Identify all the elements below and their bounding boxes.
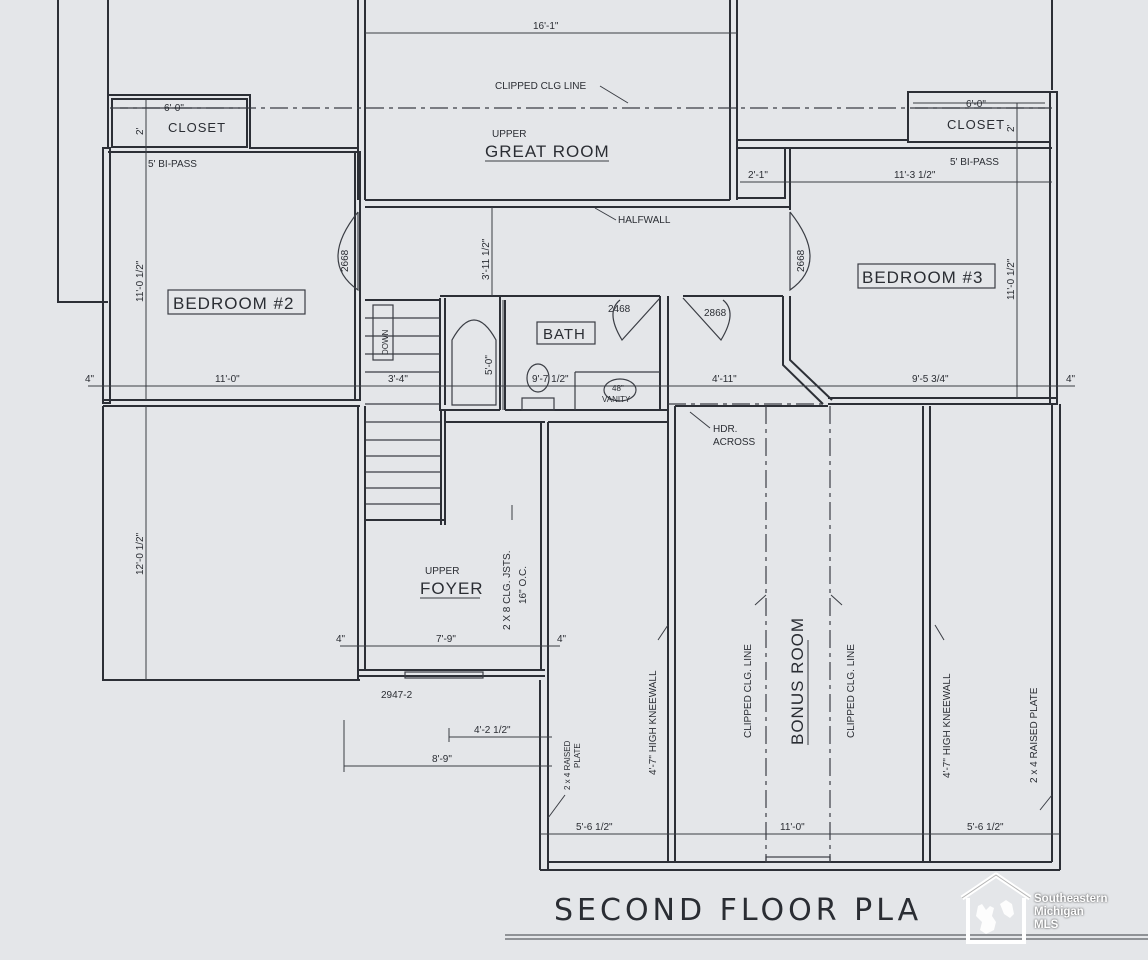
dim-great-room-width: 16'-1" [533,21,559,32]
raised-plate-left-2: PLATE [573,743,582,768]
linen-closet [736,147,786,199]
joists-note-2: 16" O.C. [518,566,529,604]
plan-title: SECOND FLOOR PLA [554,893,922,928]
bipass-right-note: 5' BI-PASS [950,157,999,168]
dim-bed3-depth: 11'-0 1/2" [1006,258,1017,300]
dim-closet-right-w: 6'-0" [966,99,986,110]
dim-bath-depth: 5'-0" [484,355,495,375]
door-swing-bed3 [789,211,811,292]
dim-wall-4-left: 4" [85,374,95,385]
dim-bottom-mid: 11'-0" [780,822,805,833]
dim-bed3-upper-w: 11'-3 1/2" [894,170,936,181]
toilet-bowl [526,363,550,393]
mls-line-3: MLS [1034,919,1059,931]
dim-hall-2-1: 2'-1" [748,170,768,181]
dim-hall-w: 4'-11" [712,374,737,385]
bath-label: BATH [543,326,586,343]
door-2668-left: 2668 [340,249,351,272]
dim-bed3-width: 9'-5 3/4" [912,374,949,385]
mls-line-1: Southeastern [1034,893,1108,905]
window-note: 2947-2 [381,690,413,701]
dim-wall-4-right: 4" [1066,374,1076,385]
great-room-label: GREAT ROOM [485,142,610,161]
door-2668-right: 2668 [796,249,807,272]
mls-logo-icon [960,872,1032,944]
vanity-sink [603,378,637,402]
bed3-left-wall [789,296,833,401]
dim-left-depth: 12'-0 1/2" [135,532,146,575]
window-2947 [404,671,484,679]
dim-hall-depth: 3'-11 1/2" [481,238,492,280]
clipped-top-note: CLIPPED CLG LINE [495,81,586,92]
clipped-right-note: CLIPPED CLG. LINE [846,644,857,738]
bedroom2-tag [167,289,306,315]
dim-raised-8-9: 8'-9" [432,754,452,765]
dim-closet-right-d: 2' [1006,124,1017,132]
toilet-tank [521,397,555,411]
hdr-note-2: ACROSS [713,437,756,448]
raised-plate-left-1: 2 x 4 RAISED [563,740,572,790]
bonus-room-label: BONUS ROOM [788,617,807,745]
dim-bed2-depth: 11'-0 1/2" [135,260,146,302]
bed3-left-wall-inner [782,296,824,405]
dim-bottom-left: 5'-6 1/2" [576,822,613,833]
walls [57,0,1061,871]
joists-note-1: 2 X 8 CLG. JSTS. [502,551,513,630]
closet-left-box [111,98,248,148]
door-swing-hall [682,297,731,341]
foyer-label: FOYER [420,579,484,598]
stairs-down-label: DOWN [381,329,390,355]
vanity-label: VANITY [602,395,631,404]
bedroom3-tag [857,263,996,289]
dim-foyer-wall-left: 4" [336,634,346,645]
dim-bed2-width: 11'-0" [215,374,240,385]
exterior-wall-far-left [57,0,108,303]
bath-left-wall [439,298,500,411]
dimension-labels: 16'-1" 6'-0" 2' 6'-0" 2' 2'-1" 11'-3 1/2… [85,21,1076,833]
mls-line-2: Michigan [1034,906,1084,918]
kneewall-right-note: 4'-7" HIGH KNEEWALL [942,673,953,778]
mls-watermark-text: Southeastern Michigan MLS [1034,893,1108,932]
door-swing-bed2 [337,211,359,292]
notes: CLIPPED CLG LINE HALFWALL 5' BI-PASS 5' … [148,81,1053,819]
clipped-left-note: CLIPPED CLG. LINE [743,644,754,738]
lower-left-room [102,406,360,681]
door-swing-bath [612,297,661,341]
bedroom3-label: BEDROOM #3 [862,268,983,287]
dim-closet-left-w: 6'-0" [164,103,184,114]
dim-raised-4-2: 4'-2 1/2" [474,725,511,736]
room-labels: UPPER GREAT ROOM BEDROOM #2 BEDROOM #3 C… [167,117,1005,745]
door-2868: 2868 [704,308,727,319]
bedroom2-label: BEDROOM #2 [173,294,294,313]
dim-bath-w: 9'-7 1/2" [532,374,569,385]
hdr-note-1: HDR. [713,424,737,435]
bath-tag [536,321,596,345]
bed2-exterior-wall [102,147,111,404]
raised-plate-right-note: 2 x 4 RAISED PLATE [1029,687,1040,783]
dimension-lines [88,32,1075,835]
bathtub [451,319,497,406]
closet-left-label: CLOSET [168,120,226,135]
dim-foyer-width: 7'-9" [436,634,456,645]
closet-right-label: CLOSET [947,117,1005,132]
kneewall-left-note: 4'-7" HIGH KNEEWALL [648,670,659,775]
foyer-upper-label: UPPER [425,566,459,577]
staircase [365,299,446,525]
bonus-door [765,856,831,863]
bed3-exterior-wall [1049,91,1058,405]
bipass-left-note: 5' BI-PASS [148,159,197,170]
dim-closet-left-d: 2' [135,127,146,135]
halfwall-note: HALFWALL [618,215,671,226]
great-room-upper-label: UPPER [492,129,526,140]
dim-bottom-right: 5'-6 1/2" [967,822,1004,833]
door-2468: 2468 [608,304,631,315]
dim-stair-w: 3'-4" [388,374,408,385]
dim-foyer-wall-right: 4" [557,634,567,645]
vanity-size: 48" [612,384,624,393]
